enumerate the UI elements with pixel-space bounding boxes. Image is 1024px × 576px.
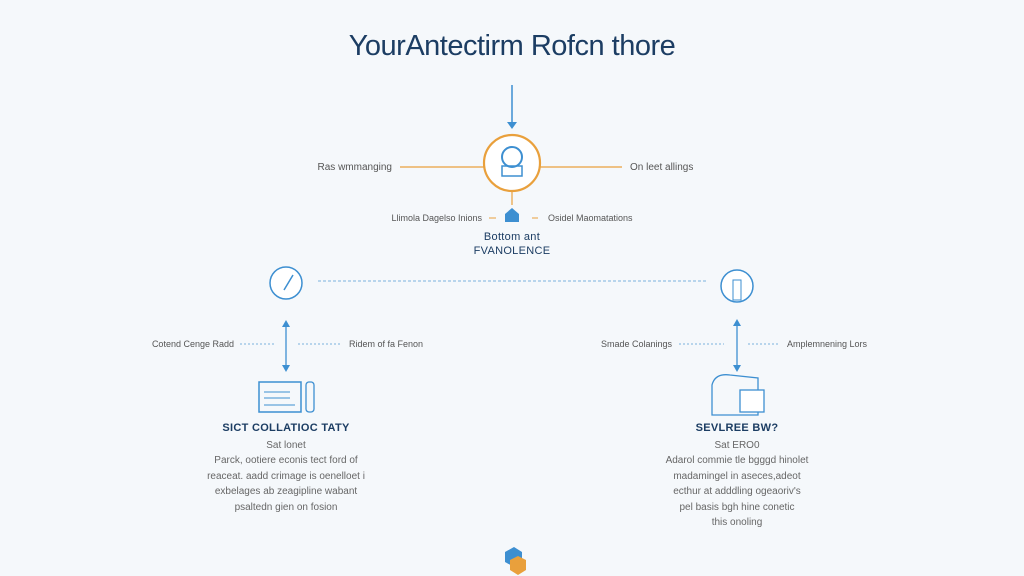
hub-left-label: Ras wmmanging bbox=[317, 162, 392, 173]
document-icon bbox=[258, 381, 315, 413]
right-branch-body: Adarol commie tle bgggd hinolet madaming… bbox=[617, 453, 857, 531]
body-line: Parck, ootiere econis tect ford of bbox=[214, 455, 358, 466]
body-line: pel basis bgh hine conetic bbox=[679, 501, 795, 513]
left-branch-subheading: Sat lonet bbox=[266, 440, 306, 451]
laptop-user-icon bbox=[711, 374, 765, 416]
sub-right-label: Osidel Maomatations bbox=[548, 213, 633, 223]
body-line: exbelages ab zeagipline wabant bbox=[214, 486, 358, 497]
body-line: reaceat. aadd crimage is oenelloet i bbox=[207, 470, 365, 482]
sub-title-line2: FVANOLENCE bbox=[473, 245, 551, 257]
brain-icon bbox=[501, 146, 523, 177]
body-line: Adarol commie tle bgggd hinolet bbox=[665, 455, 809, 466]
right-branch-subheading: Sat ERO0 bbox=[714, 440, 760, 451]
body-line: ecthur at adddling ogeaoriv's bbox=[673, 486, 801, 497]
sub-title-line1: Bottom ant bbox=[483, 231, 541, 243]
body-line: madamingel in aseces,adeot bbox=[673, 470, 801, 482]
right-branch-heading: SEVLREE BW? bbox=[695, 422, 779, 434]
left-branch-left-label: Cotend Cenge Radd bbox=[151, 339, 234, 349]
left-branch-body: Parck, ootiere econis tect ford of reace… bbox=[166, 453, 406, 515]
gear-house-icon bbox=[505, 208, 519, 222]
right-branch-left-label: Smade Colanings bbox=[600, 339, 672, 349]
hub-right-label: On leet allings bbox=[630, 162, 694, 173]
logo-icon bbox=[505, 547, 526, 575]
left-branch-right-label: Ridem of fa Fenon bbox=[349, 339, 424, 349]
body-line: psaltedn gien on fosion bbox=[234, 501, 338, 513]
right-branch-right-label: Amplemnening Lors bbox=[787, 339, 868, 349]
left-branch-heading: SICT COLLATIOC TATY bbox=[222, 422, 350, 434]
sub-left-label: Llimola Dagelso Inions bbox=[391, 213, 482, 223]
body-line: this onoling bbox=[711, 517, 763, 528]
page-title: YourAntectirm Rofcn thore bbox=[348, 30, 676, 62]
